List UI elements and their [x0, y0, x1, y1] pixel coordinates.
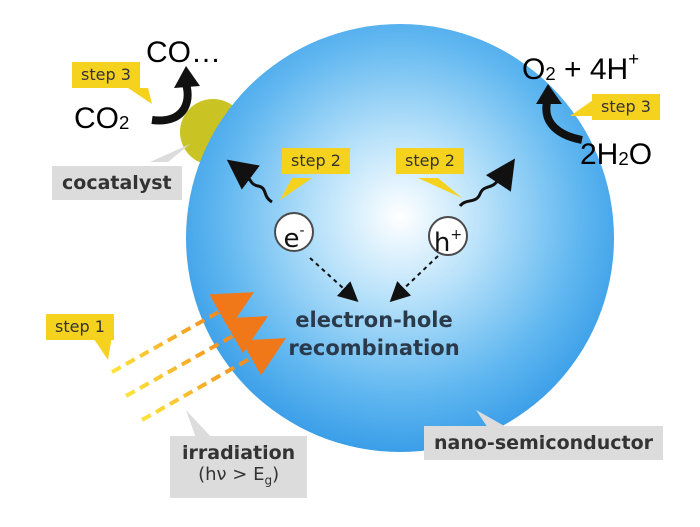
- irradiation-beam-1: [111, 292, 254, 374]
- co2-reactant: CO2: [74, 102, 130, 135]
- step1-pointer: [92, 336, 112, 360]
- electron-symbol: e-: [274, 212, 314, 254]
- step2-left-pointer: [280, 178, 312, 200]
- step2-left-tag: step 2: [282, 148, 350, 174]
- cocatalyst-pointer: [150, 144, 190, 162]
- irradiation-beam-2: [125, 316, 268, 398]
- electron-recombination-arrow: [309, 257, 359, 303]
- step2-right-tag: step 2: [396, 148, 464, 174]
- o2-product: O2 + 4H+: [522, 48, 640, 86]
- co2-reduction-arrow: [151, 82, 192, 125]
- water-oxidation-arrowhead: [536, 84, 562, 104]
- h2o-reactant: 2H2O: [580, 138, 653, 171]
- co2-reduction-arrowhead: [174, 66, 200, 88]
- nano-semiconductor-pointer: [476, 410, 508, 428]
- co-product: CO…: [146, 36, 221, 69]
- irradiation-label: irradiation (hν > Eg): [170, 436, 308, 498]
- hole-recombination-arrow: [389, 255, 439, 303]
- cocatalyst-label: cocatalyst: [52, 166, 182, 200]
- hole-migration-arrow: [458, 158, 515, 208]
- step3-left-tag: step 3: [72, 62, 140, 88]
- hole-symbol: h+: [428, 216, 468, 258]
- nano-semiconductor-label: nano-semiconductor: [424, 426, 664, 460]
- step2-right-pointer: [418, 178, 462, 198]
- step1-tag: step 1: [46, 314, 114, 340]
- step3-right-pointer: [570, 98, 596, 116]
- step3-right-tag: step 3: [592, 94, 660, 120]
- recombination-label: electron-hole recombination: [288, 308, 460, 360]
- semiconductor-sphere: [186, 24, 614, 452]
- step3-left-pointer: [128, 88, 152, 104]
- irradiation-beam-3: [141, 338, 286, 422]
- irradiation-pointer: [186, 410, 212, 438]
- electron-migration-arrow: [226, 159, 273, 204]
